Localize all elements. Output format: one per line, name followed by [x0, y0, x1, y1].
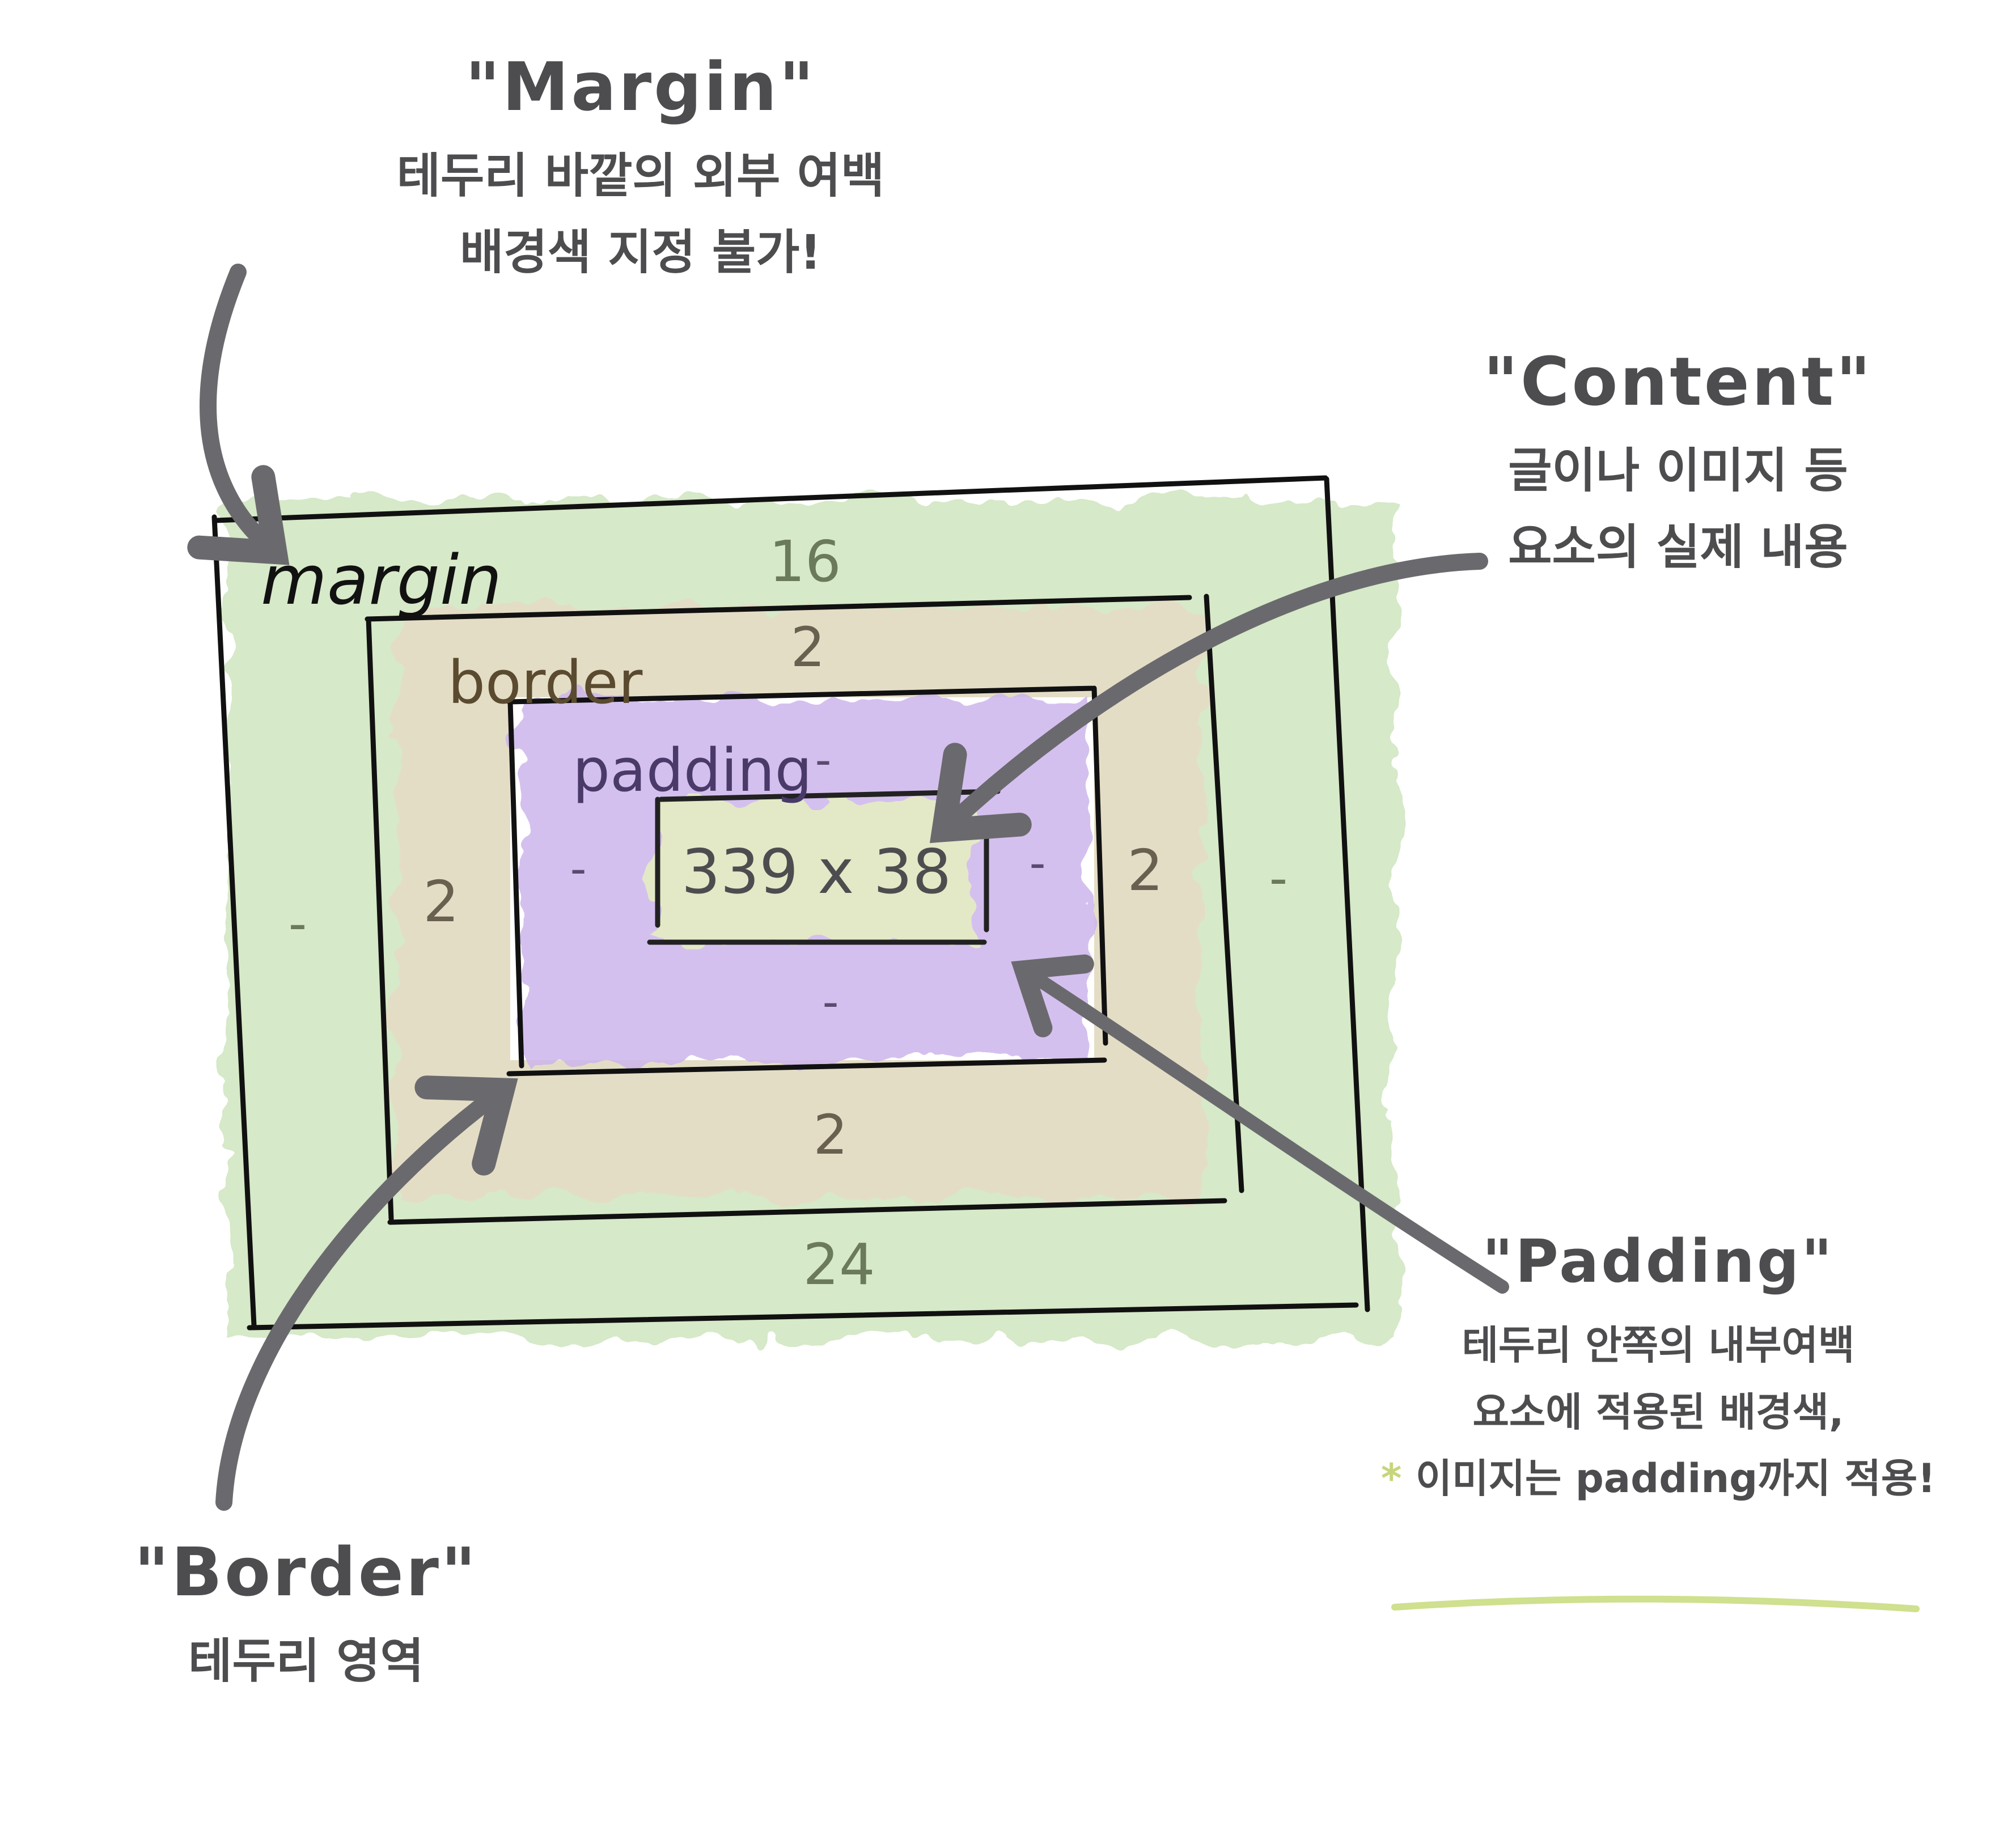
border-layer-label: border — [448, 648, 643, 717]
content-note: "Content" 글이나 이미지 등 요소의 실제 내용 — [1429, 340, 1928, 577]
margin-bottom-value: 24 — [803, 1231, 875, 1298]
padding-note-line3-wrap: * 이미지는 padding까지 적용! — [1361, 1454, 1956, 1504]
border-top-value: 2 — [790, 616, 825, 679]
border-note-title: "Border" — [134, 1533, 478, 1611]
padding-left-value: - — [570, 842, 587, 895]
border-note-line1: 테두리 영역 — [188, 1633, 424, 1689]
padding-note: "Padding" 테두리 안쪽의 내부여백 요소에 적용된 배경색, * 이미… — [1361, 1225, 1956, 1504]
margin-layer-label: margin — [261, 541, 502, 620]
padding-top-value: - — [815, 734, 832, 786]
border-bottom-value: 2 — [813, 1103, 848, 1167]
content-note-line1: 글이나 이미지 등 — [1508, 442, 1848, 498]
content-size-label: 339 x 38 — [681, 837, 951, 908]
asterisk-icon: * — [1380, 1455, 1402, 1502]
margin-note-title: "Margin" — [465, 48, 816, 126]
padding-note-line1: 테두리 안쪽의 내부여백 — [1462, 1322, 1855, 1369]
margin-left-value: - — [289, 894, 307, 954]
border-outline — [365, 594, 1244, 1225]
margin-top-value: 16 — [769, 528, 841, 595]
margin-note-line2: 배경색 지정 불가! — [460, 224, 821, 280]
content-outline — [647, 789, 1001, 945]
margin-note-line1: 테두리 바깥의 외부 여백 — [396, 147, 885, 204]
padding-arrow — [1011, 954, 1509, 1294]
border-right-value: 2 — [1127, 837, 1163, 904]
content-area: 339 x 38 — [647, 789, 1001, 945]
padding-right-value: - — [1030, 837, 1046, 889]
margin-right-value: - — [1269, 849, 1287, 908]
margin-arrow — [187, 264, 290, 565]
margin-outline — [211, 475, 1370, 1331]
padding-note-title: "Padding" — [1482, 1227, 1835, 1296]
padding-layer-label: padding — [573, 736, 812, 805]
content-note-line2: 요소의 실제 내용 — [1508, 519, 1848, 575]
padding-note-line3: 이미지는 padding까지 적용! — [1415, 1455, 1936, 1502]
padding-note-line2: 요소에 적용된 배경색, — [1472, 1388, 1844, 1435]
border-left-value: 2 — [423, 868, 459, 935]
margin-note: "Margin" 테두리 바깥의 외부 여백 배경색 지정 불가! — [215, 45, 1066, 282]
border-note: "Border" 테두리 영역 — [102, 1531, 510, 1691]
border-arrow — [215, 1075, 518, 1511]
padding-outline — [506, 685, 1108, 1077]
content-arrow — [929, 553, 1488, 844]
padding-note-underline — [1391, 1595, 1920, 1612]
content-note-title: "Content" — [1483, 342, 1873, 421]
padding-bottom-value: - — [823, 976, 839, 1028]
